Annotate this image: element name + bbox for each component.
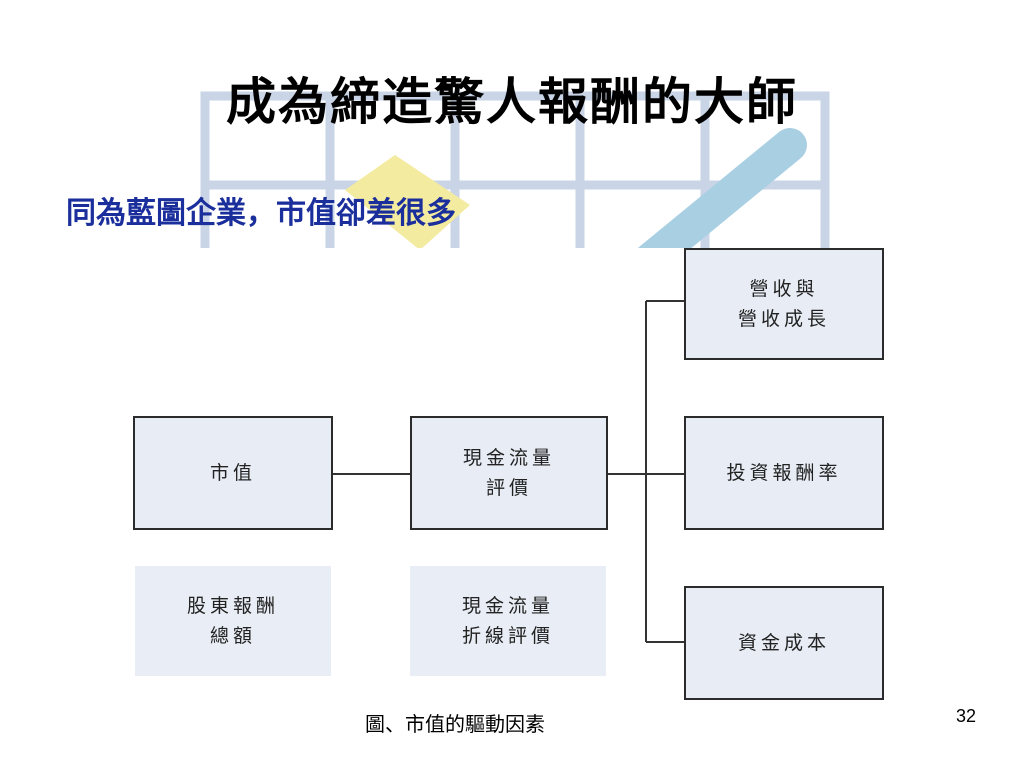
revenue-growth-box: 營收與 營收成長 [684,248,884,360]
roic-box: 投資報酬率 [684,416,884,530]
discounted-cf-valuation-box: 現金流量 折線評價 [410,566,606,676]
cost-of-capital-box: 資金成本 [684,586,884,700]
total-shareholder-return-box: 股東報酬 總額 [135,566,331,676]
dcf-valuation-box: 現金流量 評價 [410,416,608,530]
figure-caption: 圖、市值的驅動因素 [365,712,545,736]
background-decoration [200,91,830,250]
market-value-box: 市值 [133,416,333,530]
page-number: 32 [955,706,976,726]
market-value-driver-diagram: 市值 現金流量 評價 營收與 營收成長 投資報酬率 資金成本 股東報酬 總額 現… [0,248,1024,703]
diagram-connectors [332,300,685,643]
slide-subtitle: 同為藍圖企業，市值卻差很多 [66,196,456,231]
slide-title: 成為締造驚人報酬的大師 [226,72,798,131]
